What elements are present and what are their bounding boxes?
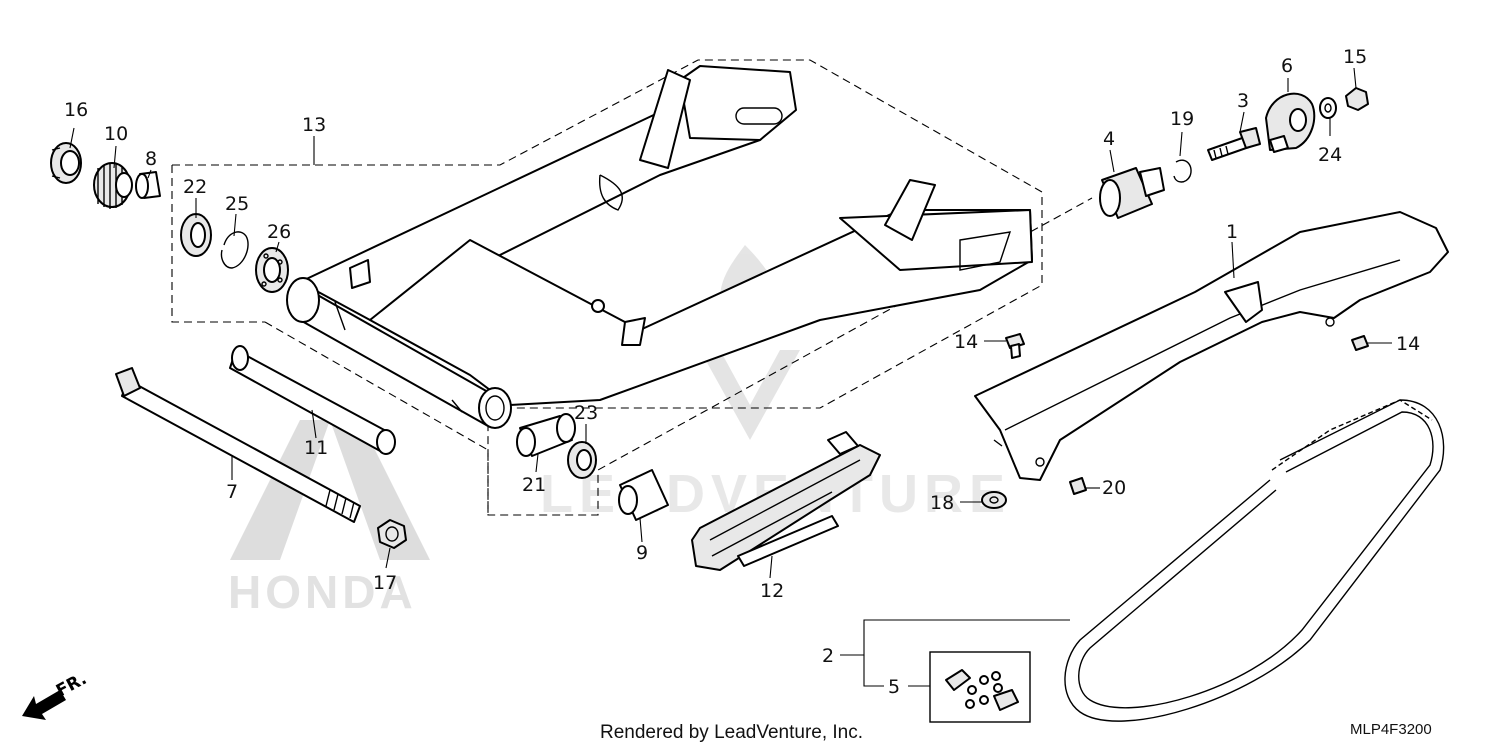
callout-12[interactable]: 12 [760,580,784,602]
part-22-dust-seal[interactable] [180,213,212,257]
callout-6[interactable]: 6 [1281,55,1293,77]
part-19-snap-ring[interactable] [1173,159,1192,183]
part-3-bolt[interactable] [1207,127,1261,161]
part-25-circlip[interactable] [220,231,249,269]
part-12-chain-slider[interactable] [691,431,881,571]
callout-23[interactable]: 23 [574,402,598,424]
swingarm[interactable] [286,65,1033,429]
part-16-lock-nut[interactable] [50,142,82,184]
part-10-threaded-collar[interactable] [93,162,133,209]
part-21-bushing[interactable] [516,413,576,457]
part-26-needle-bearing[interactable] [255,247,289,293]
part-11-pivot-collar[interactable] [229,345,396,455]
part-14-bolt-left[interactable] [1005,333,1025,359]
part-20-screw[interactable] [1069,477,1087,495]
callout-11[interactable]: 11 [304,437,328,459]
callout-16[interactable]: 16 [64,99,88,121]
callout-9[interactable]: 9 [636,542,648,564]
callout-5[interactable]: 5 [888,676,900,698]
part-5-master-link-kit[interactable] [929,651,1031,723]
arrow-icon [22,690,66,720]
callout-25[interactable]: 25 [225,193,249,215]
callout-15[interactable]: 15 [1343,46,1367,68]
part-1-drive-chain-case[interactable] [974,211,1449,481]
callout-13[interactable]: 13 [302,114,326,136]
honda-watermark: HONDA [228,420,430,618]
callout-14-right[interactable]: 14 [1396,333,1420,355]
footer-credit: Rendered by LeadVenture, Inc. [600,722,863,743]
callout-4[interactable]: 4 [1103,128,1115,150]
part-18-washer[interactable] [981,491,1007,509]
callout-10[interactable]: 10 [104,123,128,145]
callout-26[interactable]: 26 [267,221,291,243]
part-6-chain-adjuster[interactable] [1265,92,1316,153]
callout-17[interactable]: 17 [373,572,397,594]
part-4-collar[interactable] [1099,167,1165,219]
callout-1[interactable]: 1 [1226,221,1238,243]
callout-2[interactable]: 2 [822,645,834,667]
callout-7[interactable]: 7 [226,481,238,503]
leader-lines [69,67,1392,687]
front-direction-arrow: FR. [22,669,90,720]
callout-14-left[interactable]: 14 [954,331,978,353]
part-8-bushing[interactable] [135,171,161,199]
part-23-dust-seal[interactable] [567,441,597,479]
part-17-pivot-nut[interactable] [377,519,407,549]
callout-19[interactable]: 19 [1170,108,1194,130]
part-2-drive-chain[interactable] [1064,399,1445,722]
callout-24[interactable]: 24 [1318,144,1342,166]
maker-watermark-text: HONDA [228,566,417,618]
callout-labels: 16 10 8 22 25 26 13 11 7 17 21 23 9 12 4… [64,46,1420,698]
callout-8[interactable]: 8 [145,148,157,170]
callout-20[interactable]: 20 [1102,477,1126,499]
part-7-pivot-bolt[interactable] [115,367,361,523]
part-9-collar[interactable] [618,469,669,521]
callout-21[interactable]: 21 [522,474,546,496]
callout-22[interactable]: 22 [183,176,207,198]
diagram-code: MLP4F3200 [1350,721,1432,738]
part-14-bolt-right[interactable] [1351,335,1369,351]
callout-18[interactable]: 18 [930,492,954,514]
callout-3[interactable]: 3 [1237,90,1249,112]
part-15-nut[interactable] [1345,87,1369,111]
part-24-washer[interactable] [1319,97,1337,119]
